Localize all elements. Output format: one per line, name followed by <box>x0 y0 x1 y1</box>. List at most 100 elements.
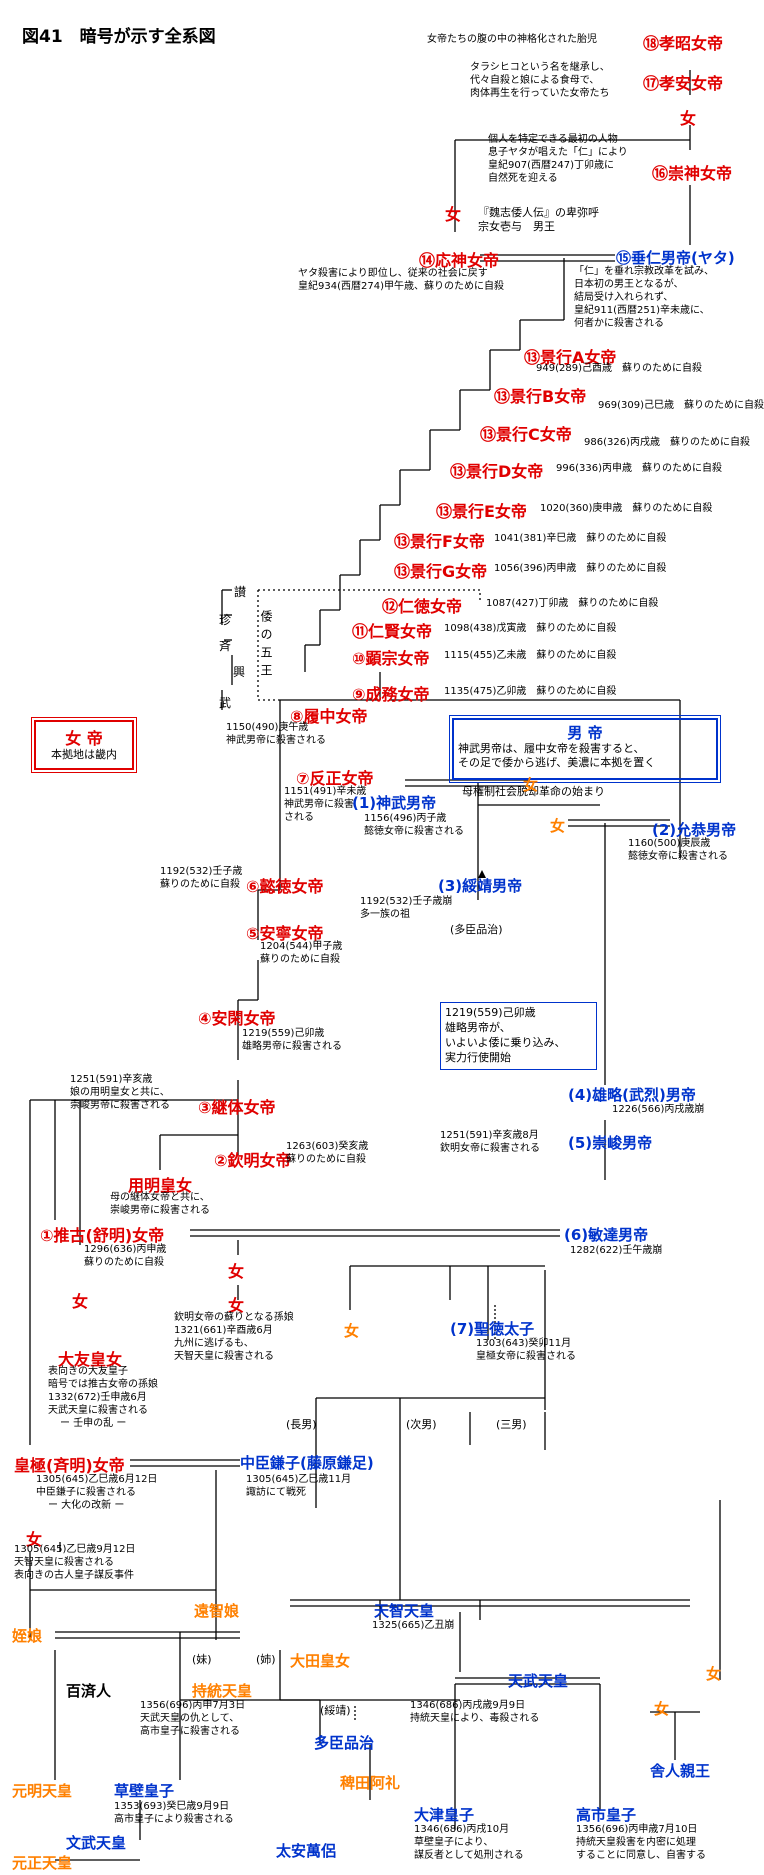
note-onnac: 表向きの古人皇子謀反事件 <box>14 1570 134 1581</box>
note-n2b: 蘇りのために自殺 <box>286 1154 366 1165</box>
note-otsub: 草壁皇子により、 <box>414 1837 494 1848</box>
node-onna-1: 女 <box>680 109 697 128</box>
node-n13d: ⑬景行D女帝 <box>450 462 544 481</box>
note-n17a: タラシヒコという名を継承し、 <box>470 62 610 73</box>
note-n1a: 1296(636)丙申歳 <box>84 1244 167 1255</box>
node-youmei: 用明皇女 <box>128 1176 193 1195</box>
legend-male-note: 母権制社会脱却革命の始まり <box>462 785 605 798</box>
node-n6: ⑥懿徳女帝 <box>246 877 324 896</box>
node-onna-6: 女 <box>26 1530 43 1549</box>
node-ootanomiko: 大田皇女 <box>290 1652 351 1670</box>
note-jitoa: 1356(696)丙申7月3日 <box>140 1700 246 1711</box>
node-n5: ⑤安寧女帝 <box>246 924 324 943</box>
note-onnaa: 1305(645)乙巳歳9月12日 <box>14 1544 136 1555</box>
label-ane: (姉) <box>256 1653 276 1666</box>
note-m3c: (多臣品治) <box>450 923 503 936</box>
node-kusakabe: 草壁皇子 <box>114 1782 175 1800</box>
note-n7c: される <box>284 812 314 823</box>
node-n15: ⑮垂仁男帝(ヤタ) <box>616 249 735 267</box>
node-n12: ⑫仁徳女帝 <box>382 597 463 616</box>
note-tenmub: 持統天皇により、毒殺される <box>410 1713 540 1724</box>
note-himiko1: 『魏志倭人伝』の卑弥呼 <box>478 206 599 219</box>
note-n16c: 皇紀907(西暦247)丁卯歳に <box>488 160 614 171</box>
node-hieda: 稗田阿礼 <box>340 1774 401 1792</box>
note-n3b: 娘の用明皇女と共に、 <box>70 1087 170 1098</box>
wa-five-kings-text: 倭の五王 <box>259 610 273 682</box>
node-n8: ⑧履中女帝 <box>290 707 368 726</box>
node-ohonomichi: 多臣品治 <box>314 1734 375 1752</box>
node-onna-orange-3: 女 <box>344 1322 360 1340</box>
note-n1b: 蘇りのために自殺 <box>84 1257 164 1268</box>
node-tenmu: 天武天皇 <box>508 1672 569 1690</box>
note-takechic: することに同意し、自害する <box>576 1850 706 1861</box>
note-tenmua: 1346(686)丙戌歳9月9日 <box>410 1700 526 1711</box>
node-n13f: ⑬景行F女帝 <box>394 532 485 551</box>
node-n11: ⑪仁賢女帝 <box>352 622 433 641</box>
node-nakatomi: 中臣鎌子(藤原鎌足) <box>240 1454 374 1472</box>
king-sei: 斉 <box>218 639 231 653</box>
note-n11: 1098(438)戊寅歳 蘇りのために自殺 <box>444 623 617 634</box>
note-ootomoa: 表向きの大友皇子 <box>48 1366 128 1377</box>
note-n5a: 1204(544)甲子歳 <box>260 941 343 952</box>
note-n4b: 雄略男帝に殺害される <box>242 1041 342 1052</box>
node-n13a: ⑬景行A女帝 <box>524 348 617 367</box>
note-m2b: 懿徳女帝に殺害される <box>628 851 728 862</box>
node-onna-orange-1: 女 <box>523 776 539 794</box>
node-onna-4: 女 <box>72 1292 89 1311</box>
note-n13e: 1020(360)庚申歳 蘇りのために自殺 <box>540 503 713 514</box>
note-n13f: 1041(381)辛巳歳 蘇りのために自殺 <box>494 533 667 544</box>
node-onna-3: 女 <box>228 1262 245 1281</box>
note-n13c: 986(326)丙戌歳 蘇りのために自殺 <box>584 437 750 448</box>
note-youmeia: 母の継体女帝と共に、 <box>110 1192 210 1203</box>
node-takechi: 高市皇子 <box>576 1806 637 1824</box>
note-kogyokub: 中臣鎌子に殺害される <box>36 1487 136 1498</box>
note-jitoc: 高市皇子に殺害される <box>140 1726 240 1737</box>
king-chin: 珍 <box>218 613 231 627</box>
note-n15d: 皇紀911(西暦251)辛未歳に、 <box>574 305 710 316</box>
node-m2: (2)允恭男帝 <box>652 821 737 839</box>
note-youmeib: 崇峻男帝に殺害される <box>110 1205 210 1216</box>
label-jinan: (次男) <box>406 1418 437 1431</box>
node-onna-2: 女 <box>445 205 462 224</box>
node-tenchi: 天智天皇 <box>374 1602 435 1620</box>
node-n7: ⑦反正女帝 <box>296 769 374 788</box>
note-tenchi: 1325(665)乙丑崩 <box>372 1620 455 1631</box>
note-onnab: 天智天皇に殺害される <box>14 1557 114 1568</box>
note-n15b: 日本初の男王となるが、 <box>574 279 684 290</box>
node-n2: ②欽明女帝 <box>214 1151 292 1170</box>
label-imo: (妹) <box>192 1653 212 1666</box>
note-n9: 1135(475)乙卯歳 蘇りのために自殺 <box>444 686 617 697</box>
legend-male-line2: その足で倭から逃げ、美濃に本拠を置く <box>458 756 656 769</box>
note-n15a: 「仁」を垂れ宗教改革を試み、 <box>574 266 714 277</box>
note-n15e: 何者かに殺害される <box>574 318 664 329</box>
node-n13e: ⑬景行E女帝 <box>436 502 527 521</box>
legend-male-line1: 神武男帝は、履中女帝を殺害すると、 <box>458 742 645 755</box>
note-n17c: 肉体再生を行っていた女帝たち <box>470 88 610 99</box>
node-kudara: 百済人 <box>66 1682 112 1700</box>
node-ochi: 遠智娘 <box>194 1602 240 1620</box>
legend-female-box: 女 帝 本拠地は畿内 <box>31 717 137 773</box>
note-n7b: 神武男帝に殺害 <box>284 799 354 810</box>
note-n12: 1087(427)丁卯歳 蘇りのために自殺 <box>486 598 659 609</box>
node-n3: ③継体女帝 <box>198 1098 276 1117</box>
note-n3a: 1251(591)辛亥歳 <box>70 1074 153 1085</box>
node-n13c: ⑬景行C女帝 <box>480 425 572 444</box>
note-otsuc: 謀反者として処刑される <box>414 1850 524 1861</box>
node-onna-orange-4: 女 <box>706 1665 722 1683</box>
node-m1: (1)神武男帝 <box>352 794 437 812</box>
note-jitob: 天武天皇の仇として、 <box>140 1713 240 1724</box>
note-n8b: 神武男帝に殺害される <box>226 735 326 746</box>
note-kinmei4: 天智天皇に殺害される <box>174 1351 274 1362</box>
node-kogyoku: 皇極(斉明)女帝 <box>14 1456 125 1475</box>
note-n3c: 崇峻男帝に殺害される <box>70 1100 170 1111</box>
note-n13b: 969(309)己巳歳 蘇りのために自殺 <box>598 400 764 411</box>
label-sannan: (三男) <box>496 1418 527 1431</box>
yuryaku-note-box: 1219(559)己卯歳 雄略男帝が、 いよいよ倭に乗り込み、 実力行使開始 <box>440 1002 597 1070</box>
note-n13d: 996(336)丙申歳 蘇りのために自殺 <box>556 463 722 474</box>
note-n14b: 皇紀934(西暦274)甲午歳、蘇りのために自殺 <box>298 281 504 292</box>
note-kogyokua: 1305(645)乙巳歳6月12日 <box>36 1474 158 1485</box>
legend-female-sub: 本拠地は畿内 <box>51 748 117 761</box>
king-bu: 武 <box>218 696 231 710</box>
note-kogyokuc: ー 大化の改新 ー <box>48 1500 125 1511</box>
node-n10: ⑩顕宗女帝 <box>352 649 430 668</box>
